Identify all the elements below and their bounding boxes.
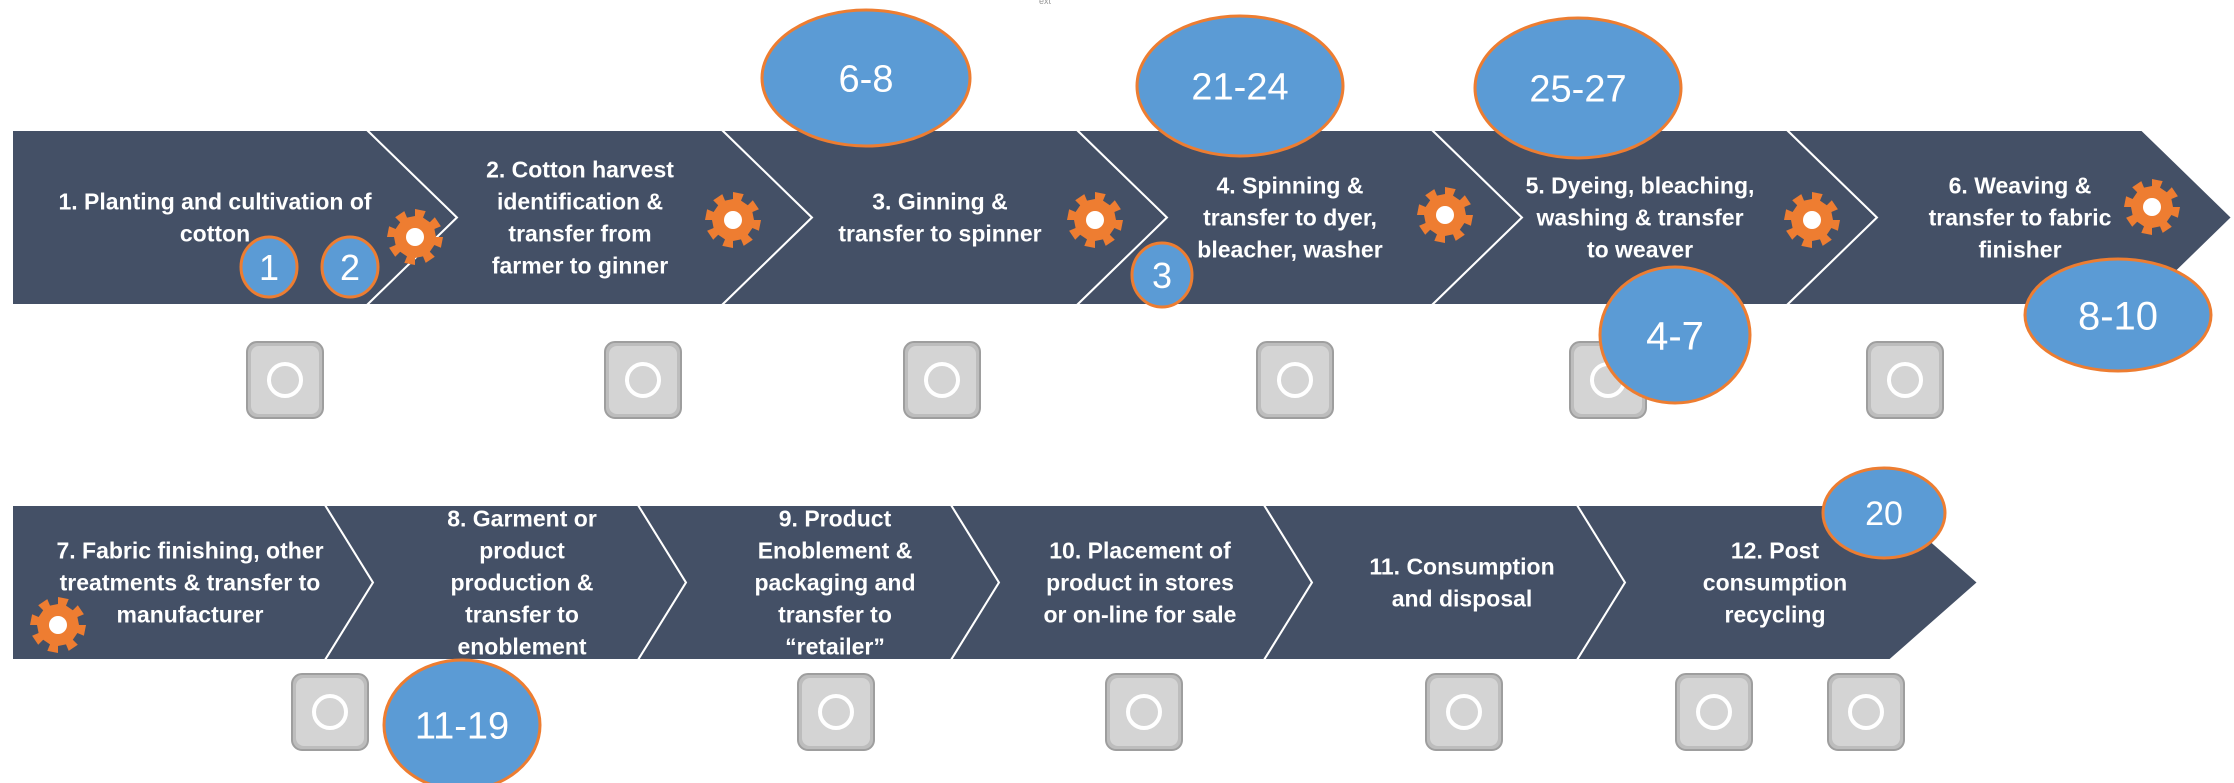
stage-label-line: enoblement: [457, 634, 586, 660]
gear-icon: [1784, 192, 1840, 248]
stage-label-line: 5. Dyeing, bleaching,: [1526, 173, 1755, 199]
farmer-icon: [604, 341, 682, 419]
gear-icon: [1417, 187, 1473, 243]
badge-label: 1: [259, 247, 279, 288]
stage-label-line: 6. Weaving &: [1949, 173, 2092, 199]
badge-label: 4-7: [1646, 314, 1704, 358]
stage-label-line: consumption: [1703, 570, 1847, 596]
stage-label-line: 11. Consumption: [1369, 554, 1554, 580]
gear-icon: [30, 597, 86, 653]
badge-label: 25-27: [1529, 69, 1626, 111]
stage-label-line: treatments & transfer to: [60, 570, 321, 596]
stage-label-line: recycling: [1725, 602, 1826, 628]
stage-label-line: transfer to spinner: [838, 221, 1041, 247]
stage-label-line: product: [479, 538, 565, 564]
step-badge: 21-24: [1135, 14, 1345, 158]
stage-label-line: identification &: [497, 189, 663, 215]
step-badge: 8-10: [2023, 257, 2213, 373]
badge-label: 8-10: [2078, 294, 2158, 338]
stage-label-line: 3. Ginning &: [872, 189, 1007, 215]
stage-label-line: manufacturer: [117, 602, 264, 628]
stage-label-line: 2. Cotton harvest: [486, 157, 674, 183]
badge-label: 21-24: [1191, 67, 1288, 109]
recycle-icon: [1827, 673, 1905, 751]
stage-label-line: 1. Planting and cultivation of: [58, 189, 371, 215]
loom-icon: [1866, 341, 1944, 419]
stage-label-line: product in stores: [1046, 570, 1234, 596]
gear-icon: [705, 192, 761, 248]
stage-label-line: and disposal: [1392, 586, 1533, 612]
stage-label-line: or on-line for sale: [1044, 602, 1237, 628]
stage-label-line: cotton: [180, 221, 250, 247]
stage-label-line: 12. Post: [1731, 538, 1820, 564]
badge-label: 2: [340, 247, 360, 288]
shopping-cart-icon: [1425, 673, 1503, 751]
stage-label-line: transfer to: [778, 602, 892, 628]
stage-label-line: “retailer”: [785, 634, 885, 660]
step-badge: 2: [320, 235, 380, 299]
stage-label-line: washing & transfer: [1535, 205, 1743, 231]
step-badge: 3: [1130, 241, 1194, 309]
stage-label-line: transfer from: [508, 221, 651, 247]
stage-label-line: finisher: [1978, 237, 2061, 263]
stage-label-line: to weaver: [1587, 237, 1693, 263]
stage-label-line: bleacher, washer: [1197, 237, 1382, 263]
stage-label-line: 10. Placement of: [1049, 538, 1231, 564]
stage-label-line: farmer to ginner: [492, 253, 668, 279]
stage-row1-1-arrow: [11, 129, 459, 306]
warehouse-icon: [797, 673, 875, 751]
stage-label-line: 9. Product: [779, 506, 892, 532]
step-badge: 25-27: [1473, 16, 1683, 160]
badge-label: 6-8: [839, 59, 894, 101]
stage-label-line: packaging and: [754, 570, 915, 596]
stage-label-line: 7. Fabric finishing, other: [56, 538, 323, 564]
stage-label-line: production &: [450, 570, 593, 596]
top-mark: ext: [1039, 0, 1052, 6]
trash-can-icon: [1675, 673, 1753, 751]
step-badge: 11-19: [382, 658, 542, 783]
garment-icon: [291, 673, 369, 751]
gear-icon: [387, 209, 443, 265]
badge-label: 11-19: [415, 706, 509, 748]
stage-label-line: 8. Garment or: [447, 506, 597, 532]
badge-label: 3: [1152, 255, 1172, 296]
step-badge: 1: [239, 235, 299, 299]
badge-label: 20: [1865, 495, 1903, 533]
gear-icon: [1067, 192, 1123, 248]
step-badge: 6-8: [760, 8, 972, 148]
for-sale-sign-icon: [1105, 673, 1183, 751]
stage-label-line: 4. Spinning &: [1217, 173, 1364, 199]
gears-icon: [903, 341, 981, 419]
step-badge: 4-7: [1598, 265, 1752, 405]
stage-label-line: transfer to: [465, 602, 579, 628]
cotton-icon: [246, 341, 324, 419]
step-badge: 20: [1821, 466, 1947, 560]
stage-label-line: transfer to fabric: [1929, 205, 2112, 231]
stage-label-line: Enoblement &: [758, 538, 913, 564]
gear-icon: [2124, 179, 2180, 235]
stage-row2-5-arrow: [1262, 504, 1627, 661]
spools-icon: [1256, 341, 1334, 419]
stage-label-line: transfer to dyer,: [1203, 205, 1377, 231]
